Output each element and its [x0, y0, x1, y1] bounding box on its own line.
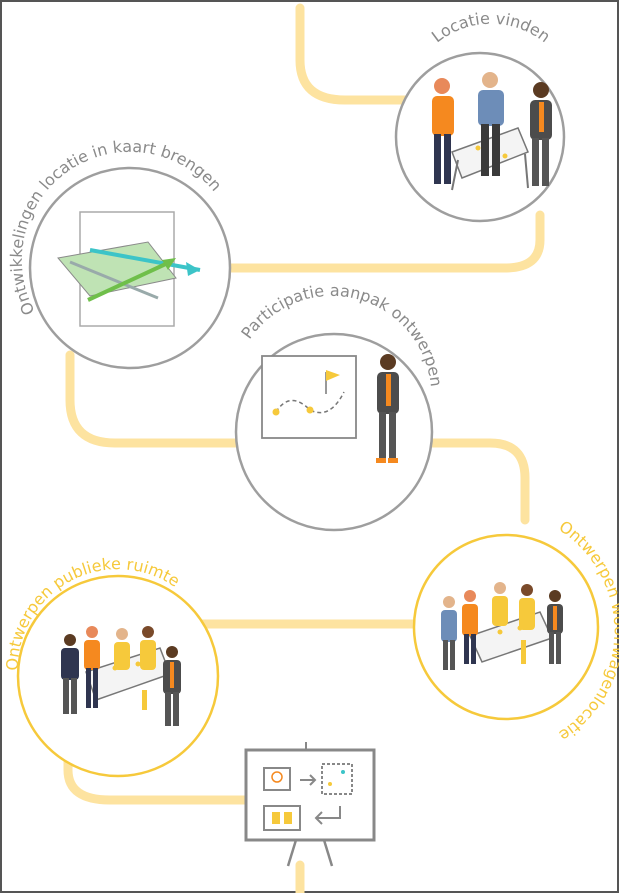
person-icon — [519, 584, 535, 664]
location-pin-icon — [271, 771, 283, 783]
flag-icon — [326, 370, 340, 381]
person-icon — [462, 590, 478, 664]
step-ontwerpen-woonwagenlocatie: Ontwerpen woonwagenlocatie — [412, 517, 619, 745]
arrow-icon — [87, 260, 171, 302]
person-icon — [441, 596, 457, 670]
person-icon — [61, 634, 79, 714]
step-ontwikkelingen-locatie: Ontwikkelingen locatie in kaart brengen — [7, 137, 232, 370]
person-icon — [432, 78, 454, 184]
arrow-icon — [69, 260, 159, 300]
person-icon — [114, 628, 130, 670]
person-icon — [376, 354, 399, 463]
arrow-right-icon — [300, 774, 317, 786]
arrow-return-icon — [314, 806, 341, 825]
person-icon — [530, 82, 552, 186]
step-participatie-aanpak: Participatie aanpak ontwerpen — [234, 281, 446, 532]
person-icon — [163, 646, 181, 726]
person-icon — [492, 582, 508, 626]
person-icon — [478, 72, 504, 176]
step-locatie-vinden: Locatie vinden — [394, 9, 566, 223]
board-icon — [261, 355, 357, 439]
map-plane-icon — [57, 241, 177, 297]
person-icon — [547, 590, 563, 664]
person-icon — [84, 626, 100, 708]
arrow-icon — [89, 248, 201, 272]
presentation-board-icon — [244, 742, 376, 867]
roadmap-path — [63, 3, 545, 893]
step-ontwerpen-publieke-ruimte: Ontwerpen publieke ruimte — [3, 554, 220, 778]
person-icon — [140, 626, 156, 710]
step-label-locatie-vinden: Locatie vinden — [428, 9, 554, 47]
